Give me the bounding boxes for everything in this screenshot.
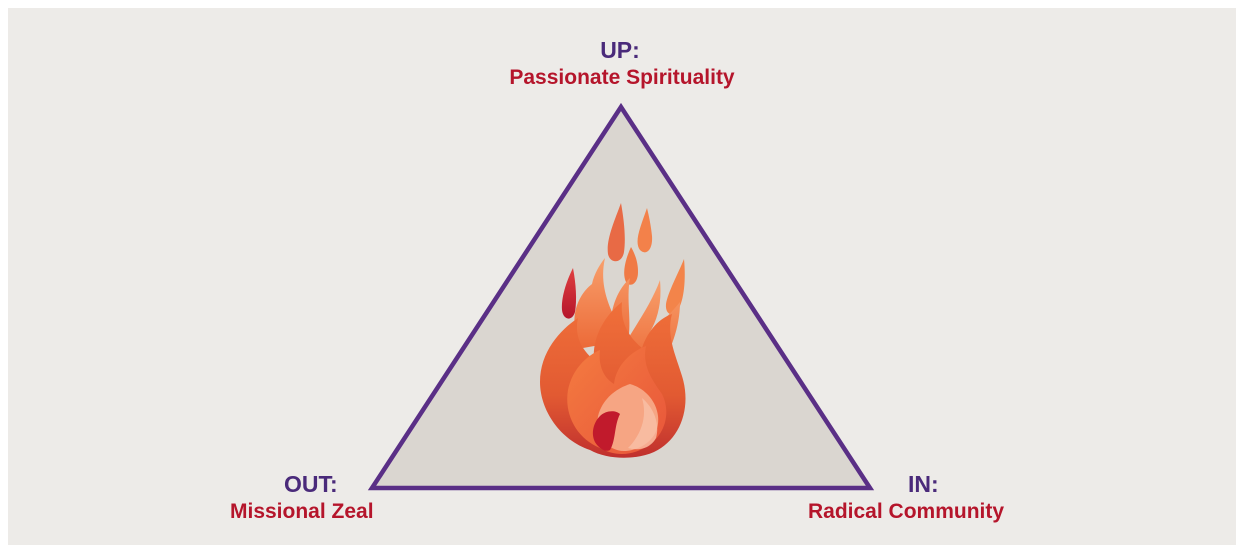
vertex-label-in: IN: Radical Community <box>808 471 1005 523</box>
flame-wisp <box>628 398 658 450</box>
flame-drop-3 <box>624 247 638 285</box>
vertex-heading-out: OUT: <box>284 471 338 497</box>
vertex-label-out: OUT: Missional Zeal <box>230 471 374 523</box>
vertex-text-up: Passionate Spirituality <box>509 66 735 89</box>
vertex-text-in: Radical Community <box>808 500 1005 523</box>
flame-drop-5 <box>665 259 685 315</box>
vertex-heading-up: UP: <box>600 37 640 63</box>
flame-drop-1 <box>637 208 653 253</box>
vertex-heading-in: IN: <box>908 471 939 497</box>
vertex-text-out: Missional Zeal <box>230 500 374 523</box>
flame-inner-drop <box>592 411 620 451</box>
flame-drop-4 <box>561 268 577 319</box>
flame-icon <box>540 203 686 458</box>
flame-drop-2 <box>607 203 625 262</box>
vertex-label-up: UP: Passionate Spirituality <box>0 37 1244 89</box>
